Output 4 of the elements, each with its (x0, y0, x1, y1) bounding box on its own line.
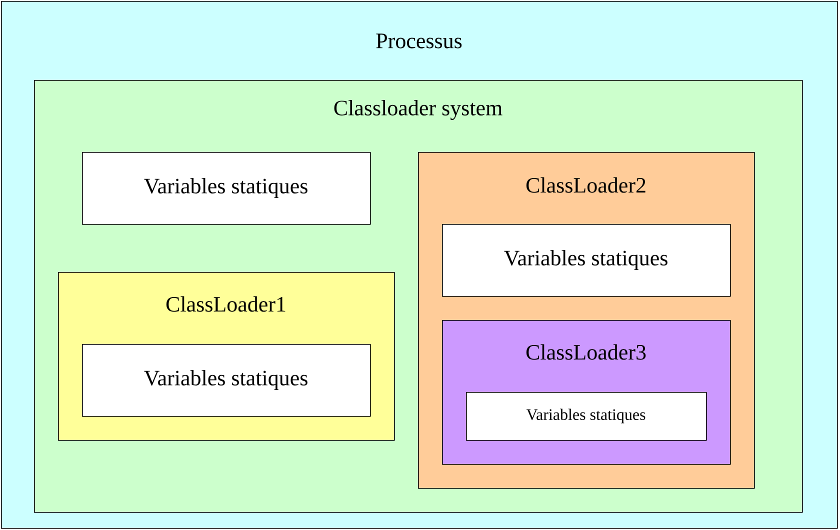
text-box: Variables statiques (442, 224, 731, 297)
text-box: Variables statiques (82, 344, 371, 417)
text-box: Variables statiques (82, 152, 371, 225)
text-box: Variables statiques (466, 392, 707, 441)
